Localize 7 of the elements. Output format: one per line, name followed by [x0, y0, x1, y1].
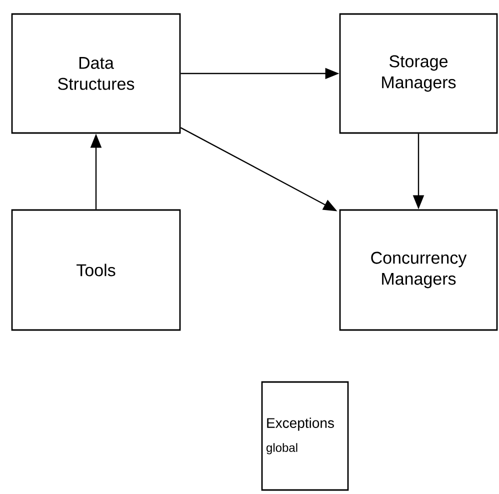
- process-box: [261, 381, 349, 491]
- process-box: Data Structures: [11, 13, 181, 134]
- process-box: Tools: [11, 209, 181, 331]
- node-note: global: [266, 443, 298, 454]
- node-title: Exceptions: [267, 418, 334, 431]
- process-box: Storage Managers: [339, 13, 498, 134]
- process-box: Concurrency Managers: [339, 209, 498, 331]
